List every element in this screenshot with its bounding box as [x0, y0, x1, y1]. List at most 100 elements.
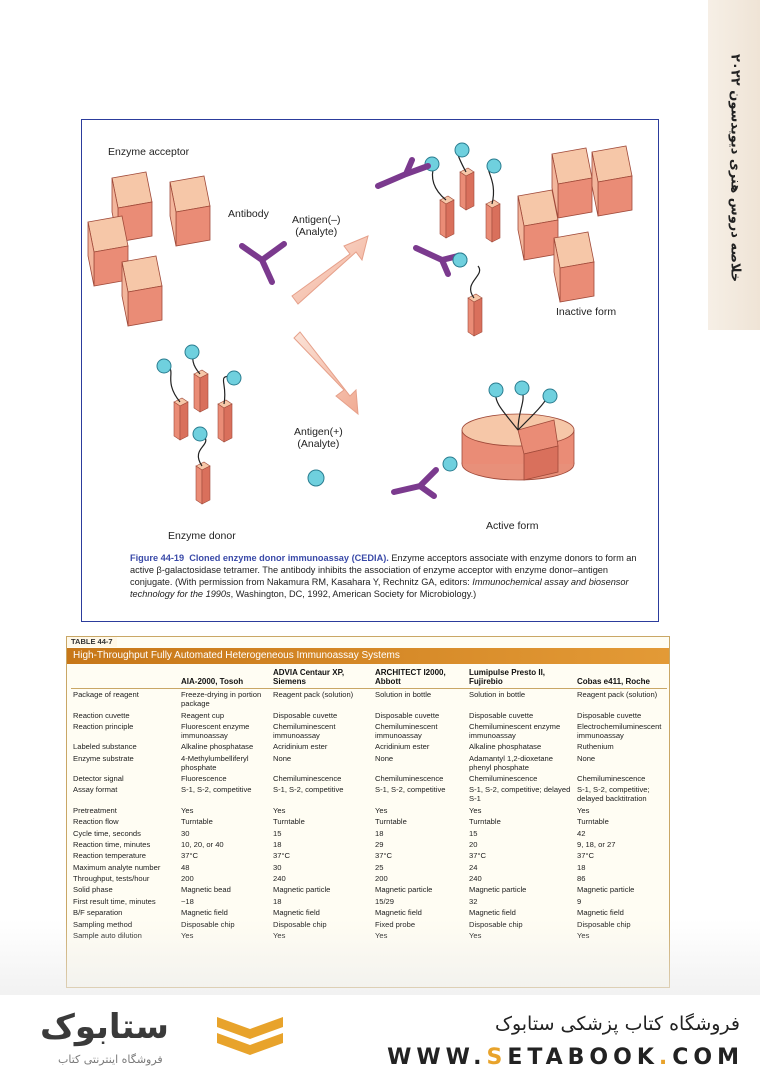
table-cell: Magnetic particle [469, 885, 527, 895]
table-cell: Fluorescence [181, 774, 227, 784]
table-cell: 30 [181, 828, 190, 838]
table-cell: Magnetic bead [181, 885, 231, 895]
table-cell: Reagent pack (solution) [273, 690, 354, 700]
table-cell: Magnetic field [375, 908, 422, 918]
table-cell: 20 [469, 839, 478, 849]
table-cell: Chemiluminescent immunoassay [273, 721, 336, 740]
table-row-label: Reaction cuvette [73, 710, 130, 720]
table-cell: Magnetic field [181, 908, 228, 918]
table-row-label: Reaction temperature [73, 851, 147, 861]
table-cell: Freeze-drying in portion package [181, 690, 262, 709]
table-cell: 48 [181, 862, 190, 872]
table-row-label: Labeled substance [73, 742, 137, 752]
table-cell: Chemiluminescence [273, 774, 342, 784]
table-cell: Yes [181, 805, 194, 815]
table-cell: Magnetic field [273, 908, 320, 918]
table-row-label: Package of reagent [73, 690, 139, 700]
table-cell: 18 [375, 828, 384, 838]
label-antigen-negative-line1: Antigen(–) [292, 214, 341, 226]
table-cell: Disposable cuvette [375, 710, 440, 720]
table-header-cell: ADVIA Centaur XP, Siemens [271, 667, 373, 689]
table-cell: S-1, S-2, competitive; delayed backtitra… [577, 785, 650, 804]
table-cell: 30 [273, 862, 282, 872]
table-cell: S-1, S-2, competitive; delayed S-1 [469, 785, 571, 804]
table-header-cell: Cobas e411, Roche [575, 667, 667, 689]
label-enzyme-donor: Enzyme donor [168, 530, 236, 542]
table-cell: Alkaline phosphatase [181, 742, 254, 752]
logo-chevron-icon [217, 1017, 283, 1055]
table-cell: 15 [469, 828, 478, 838]
table-cell: Chemiluminescent enzyme immunoassay [469, 721, 561, 740]
caption-tail: , Washington, DC, 1992, American Society… [230, 589, 477, 599]
table-cell: Turntable [273, 817, 305, 827]
table-cell: Chemiluminescence [375, 774, 444, 784]
table-cell: 32 [469, 896, 478, 906]
table-row-label: Enzyme substrate [73, 753, 134, 763]
url-mid: ETABOOK [507, 1045, 659, 1070]
table-row-label: First result time, minutes [73, 896, 156, 906]
table-header-cell [71, 667, 179, 689]
caption-text: Enzyme acceptors associate with enzyme d… [130, 553, 637, 587]
table-cell: 24 [469, 862, 478, 872]
table-cell: Magnetic particle [577, 885, 635, 895]
table-row: Package of reagent Freeze-drying in porti… [71, 689, 667, 710]
figure-box: Enzyme acceptor Antibody Antigen(–) (Ana… [81, 119, 659, 622]
store-url[interactable]: WWW.SETABOOK.COM [387, 1045, 744, 1070]
table-cell: Ruthenium [577, 742, 614, 752]
url-prefix: WWW. [387, 1045, 487, 1070]
table-cell: 18 [273, 896, 282, 906]
table-cell: Alkaline phosphatase [469, 742, 542, 752]
arrow-negative [291, 235, 369, 305]
label-antigen-positive: Antigen(+) (Analyte) [294, 426, 343, 450]
caption-number: Figure 44-19 [130, 553, 185, 563]
table-cell: 9, 18, or 27 [577, 839, 616, 849]
table-row-label: Reaction flow [73, 817, 119, 827]
table-cell: Adamantyl 1,2-dioxetane phenyl phosphate [469, 753, 554, 772]
table-row-label: Pretreatment [73, 805, 117, 815]
table-cell: Reagent pack (solution) [577, 690, 658, 700]
caption-title: Cloned enzyme donor immunoassay (CEDIA). [189, 553, 389, 563]
table-cell: None [577, 753, 596, 763]
table-cell: None [273, 753, 292, 763]
table-cell: S-1, S-2, competitive [375, 785, 446, 795]
table-cell: Yes [577, 805, 590, 815]
table-cell: Yes [469, 805, 482, 815]
table-row-label: Maximum analyte number [73, 862, 161, 872]
table-cell: Fluorescent enzyme immunoassay [181, 721, 250, 740]
table-cell: Magnetic particle [375, 885, 433, 895]
table-tag: TABLE 44-7 [67, 637, 117, 647]
inactive-form-cluster [375, 142, 633, 337]
table-cell: Solution in bottle [469, 690, 526, 700]
table-cell: 37°C [181, 851, 198, 861]
side-label: خلاصه دروس هنری دیویدسون ۲۰۲۲ [727, 53, 743, 283]
label-active-form: Active form [486, 520, 539, 532]
table-row-label: Solid phase [73, 885, 113, 895]
store-name: فروشگاه کتاب پزشکی ستابوک [494, 1013, 740, 1035]
table-row-label: Reaction time, minutes [73, 839, 151, 849]
table-cell: S-1, S-2, competitive [273, 785, 344, 795]
active-form-tetramer [391, 380, 575, 499]
table-cell: Disposable cuvette [469, 710, 534, 720]
table-cell: 9 [577, 896, 582, 906]
label-antigen-positive-line1: Antigen(+) [294, 426, 343, 438]
table-cell: Magnetic field [577, 908, 624, 918]
label-enzyme-acceptor: Enzyme acceptor [108, 146, 190, 158]
table-cell: ~18 [181, 896, 194, 906]
table-cell: 18 [577, 862, 586, 872]
free-antigen [307, 469, 325, 487]
table-cell: Turntable [375, 817, 407, 827]
side-tab: خلاصه دروس هنری دیویدسون ۲۰۲۲ [708, 0, 760, 330]
table-cell: 25 [375, 862, 384, 872]
